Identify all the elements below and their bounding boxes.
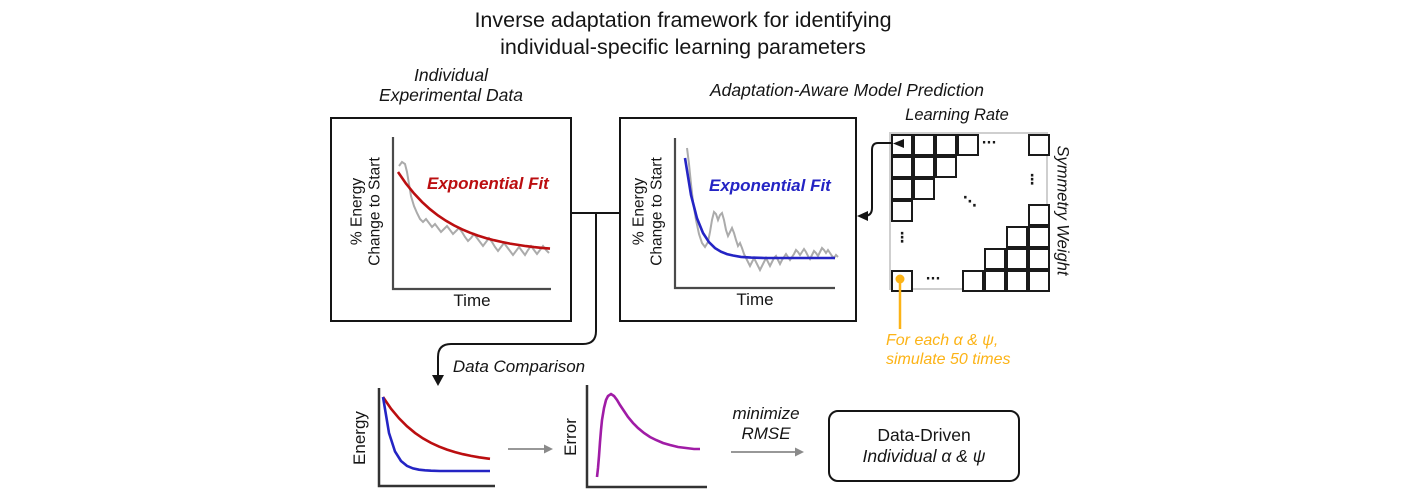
arrow-left-icon <box>857 211 868 221</box>
ellipsis-diagonal-icon: ⋱ <box>963 194 977 210</box>
grid-cell <box>891 200 913 222</box>
grid-cell <box>913 156 935 178</box>
minimize-line2: RMSE <box>741 423 791 443</box>
result-box: Data-Driven Individual α & ψ <box>828 410 1020 482</box>
model-x-axis-label: Time <box>736 290 774 309</box>
minimize-rmse-label: minimize RMSE <box>696 404 836 443</box>
error-axes <box>585 385 707 489</box>
symmetry-weight-label: Symmetry Weight <box>1053 145 1072 276</box>
experimental-label-line2: Experimental Data <box>379 84 523 105</box>
arrow-down-icon <box>432 375 444 386</box>
grid-note-line2: simulate 50 times <box>886 351 1011 368</box>
grid-cell <box>984 270 1006 292</box>
grid-cell <box>913 178 935 200</box>
y-axis-line2: Change to Start <box>366 157 383 266</box>
experimental-fit-label: Exponential Fit <box>427 174 549 193</box>
result-line1: Data-Driven <box>877 425 971 445</box>
arrow-right-icon <box>795 447 804 457</box>
grid-cell <box>1028 134 1050 156</box>
grid-cell <box>935 134 957 156</box>
grid-cell <box>1028 204 1050 226</box>
y-axis-line2: Change to Start <box>648 157 665 266</box>
experimental-x-axis-label: Time <box>453 291 491 310</box>
grid-cell <box>891 178 913 200</box>
grid-cell <box>913 134 935 156</box>
grid-cell <box>962 270 984 292</box>
learning-rate-label: Learning Rate <box>905 106 1009 124</box>
grid-cell <box>891 156 913 178</box>
ellipsis-vertical-icon: ⋮ <box>895 230 909 246</box>
model-y-axis-label: % Energy Change to Start <box>631 132 666 292</box>
energy-axis-label: Energy <box>350 411 369 465</box>
grid-cell <box>1028 270 1050 292</box>
title-line1: Inverse adaptation framework for identif… <box>474 8 892 32</box>
arrow-right-icon <box>544 444 553 454</box>
error-axis-label: Error <box>561 418 580 456</box>
result-line2: Individual α & ψ <box>862 446 986 466</box>
energy-axes <box>377 388 495 488</box>
ellipsis-horizontal-icon: ··· <box>925 272 941 287</box>
data-comparison-label: Data Comparison <box>452 357 586 376</box>
grid-cell <box>1028 248 1050 270</box>
experimental-panel-label: Individual Experimental Data <box>341 65 561 105</box>
grid-note-line1: For each α & ψ, <box>886 332 999 349</box>
energy-model-curve <box>381 396 490 473</box>
grid-cell <box>891 134 913 156</box>
grid-cell <box>1028 226 1050 248</box>
ellipsis-horizontal-icon: ··· <box>981 136 997 151</box>
energy-experimental-curve <box>381 396 491 461</box>
diagram-title: Inverse adaptation framework for identif… <box>433 7 933 61</box>
y-axis-line1: % Energy <box>348 177 366 246</box>
ellipsis-vertical-icon: ⋮ <box>1025 172 1039 188</box>
minimize-line1: minimize <box>732 404 800 423</box>
title-line2: individual-specific learning parameters <box>500 35 866 59</box>
grid-cell <box>1006 226 1028 248</box>
error-curve <box>595 392 700 478</box>
grid-cell <box>1006 270 1028 292</box>
experimental-label-line1: Individual <box>414 65 488 85</box>
grid-note: For each α & ψ, simulate 50 times <box>886 331 1011 369</box>
grid-cell-sampled <box>891 270 913 292</box>
grid-cell <box>935 156 957 178</box>
experimental-y-axis-label: % Energy Change to Start <box>349 132 384 292</box>
parameter-grid: ··· ··· ⋮ ⋮ ⋱ <box>889 132 1050 292</box>
model-panel-label: Adaptation-Aware Model Prediction <box>709 80 984 100</box>
model-fit-label: Exponential Fit <box>709 176 831 195</box>
grid-cell <box>957 134 979 156</box>
y-axis-line1: % Energy <box>630 177 648 246</box>
grid-cell <box>984 248 1006 270</box>
grid-cell <box>1006 248 1028 270</box>
